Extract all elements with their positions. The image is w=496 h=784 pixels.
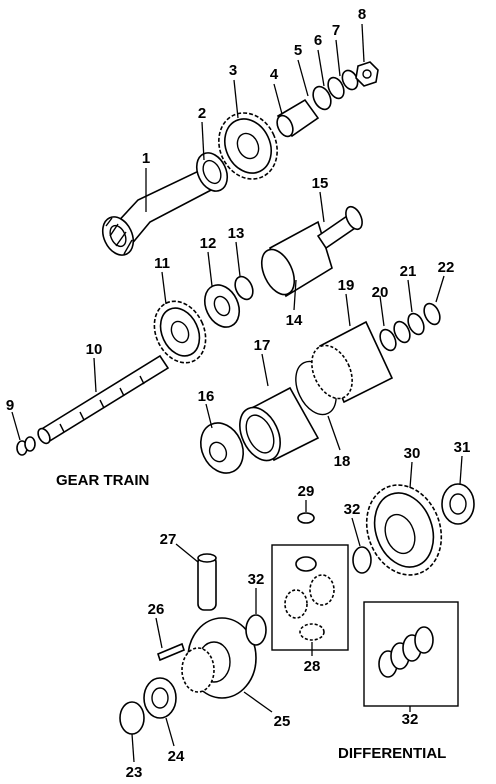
part-number-26: 26 (148, 601, 165, 618)
drawing-part-31-bearing (441, 483, 475, 525)
drawing-part-12-hub (203, 284, 241, 328)
leader-lines (11, 23, 463, 763)
part-number-17: 17 (254, 337, 271, 354)
part-number-29: 29 (298, 483, 315, 500)
part-number-20: 20 (372, 284, 389, 301)
part-number-30: 30 (404, 445, 421, 462)
drawing-part-10-shaft (37, 354, 170, 445)
drawing-part-24-bearing (143, 677, 177, 719)
drawing-part-32b-washer (352, 546, 372, 574)
part-number-31: 31 (454, 439, 471, 456)
part-number-9: 9 (6, 397, 14, 414)
part-number-22: 22 (438, 259, 455, 276)
drawing-part-30-ring-gear (365, 484, 443, 576)
drawing-part-27-pin (197, 553, 217, 611)
part-number-2: 2 (198, 105, 206, 122)
drawing-part-9-rings (16, 436, 36, 456)
part-number-12: 12 (200, 235, 217, 252)
drawing-parts-14-15-drum-shaft (260, 205, 363, 298)
drawing-part-19-gear-drum (311, 320, 394, 404)
section-title-differential: DIFFERENTIAL (338, 745, 446, 762)
part-number-16: 16 (198, 388, 215, 405)
drawing-part-3-gear (218, 112, 278, 180)
part-number-7: 7 (332, 22, 340, 39)
section-title-gear-train: GEAR TRAIN (56, 472, 149, 489)
part-number-28: 28 (304, 658, 321, 675)
part-number-23: 23 (126, 764, 143, 781)
part-number-25: 25 (274, 713, 291, 730)
drawing-part-26-pin (157, 642, 185, 662)
part-number-3: 3 (229, 62, 237, 79)
drawing-box-32-shim-set (363, 601, 459, 707)
part-number-13: 13 (228, 225, 245, 242)
drawing-part-11-gear (153, 300, 207, 364)
drawing-box-28-differential-gears (271, 544, 349, 651)
part-number-21: 21 (400, 263, 417, 280)
drawing-part-17-drum (239, 386, 320, 462)
drawing-parts-5-8-washers-nut (312, 61, 379, 111)
drawing-part-1-pinion-shaft (101, 166, 217, 256)
drawing-part-25-case (181, 617, 257, 699)
part-number-32-c: 32 (402, 711, 419, 728)
part-number-6: 6 (314, 32, 322, 49)
part-number-11: 11 (154, 255, 170, 272)
part-number-5: 5 (294, 42, 302, 59)
drawing-part-13-ring (234, 275, 254, 301)
drawing-parts-20-22-rings (379, 302, 441, 352)
part-number-32-a: 32 (248, 571, 265, 588)
part-number-24: 24 (168, 748, 185, 765)
part-number-19: 19 (338, 277, 355, 294)
part-number-14: 14 (286, 312, 303, 329)
drawing-part-32a-washer (245, 614, 267, 646)
drawing-part-29-washer (297, 512, 315, 524)
part-number-18: 18 (334, 453, 351, 470)
part-number-4: 4 (270, 66, 279, 83)
part-number-8: 8 (358, 6, 366, 23)
part-number-1: 1 (142, 150, 150, 167)
part-number-32-b: 32 (344, 501, 361, 518)
part-number-15: 15 (312, 175, 329, 192)
part-number-27: 27 (160, 531, 177, 548)
drawing-part-23-washer (119, 701, 145, 735)
drawing-part-4-sleeve (276, 98, 320, 138)
part-number-10: 10 (86, 341, 103, 358)
